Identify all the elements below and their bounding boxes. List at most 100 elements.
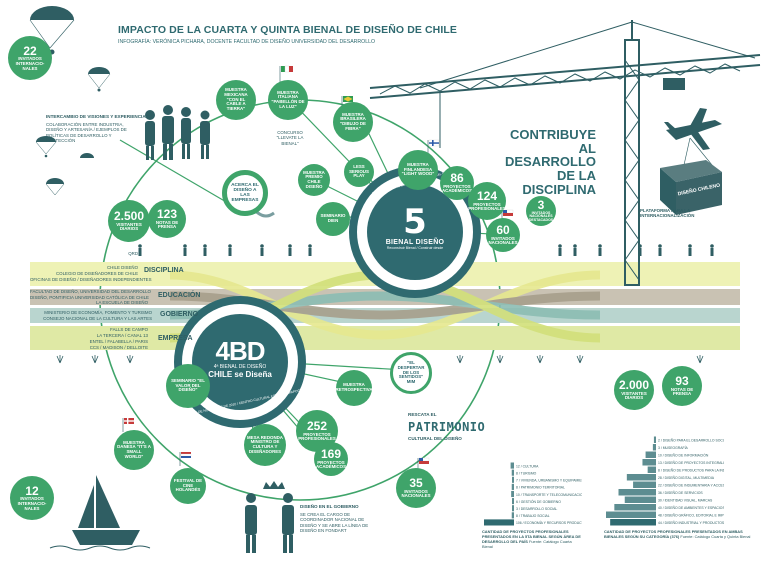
bubble-text: MUESTRA BRASILERA "DIBUJO DE FIBRA" — [340, 111, 366, 131]
bubble-seminario-dien: SEMINARIO DIEN — [316, 202, 350, 236]
chart1-caption-text: CANTIDAD DE PROYECTOS PROFESIONALES PRES… — [482, 529, 581, 544]
bubble-visitantes-bottom: 2.000 VISITANTES DIARIOS — [614, 370, 654, 410]
chart-bar-label: 30 / IDENTIDAD VISUAL, MARCAS — [658, 499, 713, 503]
chart-bar-label: 28 / DISEÑO DIGITAL, MULTIMEDIA — [658, 475, 715, 480]
bienal4-logo: 4BD 4ª BIENAL DE DISEÑO CHILE se Diseña — [200, 338, 280, 379]
band-note: MINISTERIO DE ECONOMÍA, FOMENTO Y TURISM… — [44, 310, 152, 315]
bienal4-name: 4ª BIENAL DE DISEÑO — [213, 364, 267, 370]
chart1-source: Fuente: Catálogo Cuarta Bienal — [482, 538, 572, 549]
bubble-text: VISITANTES DIARIOS — [621, 390, 647, 401]
bubble-text: PROYECTOS ACADÉMICOS — [316, 459, 347, 470]
bubble-text: FESTIVAL DE CINE HOLANDÉS — [173, 478, 203, 493]
grass-row — [56, 355, 704, 364]
rescata-label: RESCATA EL — [408, 412, 437, 417]
bubble-text: NOTAS DE PRENSA — [155, 219, 179, 230]
chart-bar-label: 8 / DISEÑO DE PRODUCTOS PARA LA INDUSTRI… — [658, 468, 724, 473]
bubble-text: "EL DESPERTAR DE LOS SENTIDOS" MIM — [397, 360, 425, 384]
bubble-number: 35 — [409, 476, 423, 491]
bubble-text: NOTAS DE PRENSA — [670, 386, 694, 397]
band-note: FALLS DE CAMPO — [110, 327, 148, 332]
chart-bar-label: 13 / DISEÑO DE PROYECTOS INTEGRALES — [658, 460, 724, 465]
bubble-proyectos-academicos-bottom: 169 PROYECTOS ACADÉMICOS — [314, 442, 348, 476]
bubble-text: SEMINARIO "EL VALOR DEL DISEÑO" — [171, 378, 205, 393]
chart-bar — [614, 504, 656, 511]
chart-bar-label: 3 / MUSEOGRAFÍA — [658, 446, 689, 450]
bubble-number: 252 — [306, 419, 328, 434]
band-note: QRD — [128, 251, 138, 256]
bubble-muestra-danesa: MUESTRA DANESA "IT'S A SMALL WORLD" — [114, 430, 154, 470]
band-note: CONSEJO NACIONAL DE LA CULTURA Y LAS ART… — [43, 316, 152, 321]
chart-bar-label: 12 / CULTURA — [516, 464, 539, 468]
band-label-disciplina: DISCIPLINA — [144, 267, 184, 274]
bubble-text: MUESTRA FINLANDESA "LIGHT WOOD" — [401, 162, 435, 177]
chart-bar — [647, 466, 656, 473]
band-label-empresa: EMPRESA — [158, 335, 193, 342]
chart-bar — [610, 519, 656, 526]
chart2-source: Fuente: Catálogo Cuarta y Quinta Bienal — [680, 533, 751, 539]
chart-bar-label: 8 / PATRIMONIO TERRITORIAL — [516, 486, 565, 490]
bubble-number: 123 — [156, 207, 178, 222]
bubble-text: MUESTRA ITALIANA "PABELLÓN DE LA LUZ" — [271, 89, 305, 109]
bubble-text: VISITANTES DIARIOS — [116, 221, 142, 232]
chart-bar — [642, 459, 656, 466]
bubble-number: 124 — [476, 189, 498, 204]
contribuye-heading: CONTRIBUYE AL DESARROLLO DE LA DISCIPLIN… — [505, 127, 596, 197]
chart-bar-label: 8 / TURISMO — [516, 471, 537, 475]
bubble-muestra-mexicana: MUESTRA MEXICANA "CON EL CABLE A TIERRA" — [216, 80, 256, 120]
bubble-invitados-internacionales-top: 22 INVITADOS INTERNACIO- NALES — [8, 36, 52, 80]
plataforma-label: PLATAFORMA PARA LA INTERNACIONALIZACIÓN — [640, 208, 695, 219]
bubble-text: MUESTRA DANESA "IT'S A SMALL WORLD" — [117, 439, 151, 459]
chart-bar — [624, 496, 656, 503]
chart-bar-label: 10 / DISEÑO DE INFORMACIÓN — [658, 453, 709, 458]
band-note: LA ESCUELA DE DISEÑO — [96, 300, 148, 305]
chart-bar — [510, 462, 514, 469]
bubble-number: 22 — [23, 43, 37, 58]
band-label-gobierno: GOBIERNO — [160, 311, 199, 318]
band-note: LA TERCERA / CANAL 13 — [96, 333, 148, 338]
intercambio-title: INTERCAMBIO DE VISIONES Y EXPERIENCIAS — [46, 114, 149, 119]
bubble-text: MUESTRA PREMIO CHILE DISEÑO — [303, 169, 325, 189]
band-note: DISEÑO, PONTIFICIA UNIVERSIDAD CATÓLICA … — [30, 295, 149, 300]
bubble-number: 93 — [675, 374, 689, 389]
bubble-visitantes-top: 2.500 VISITANTES DIARIOS — [108, 200, 150, 242]
bubble-text: INVITADOS NACIONALES DESTACADOS — [528, 210, 554, 223]
cultural-label: CULTURAL DEL DISEÑO — [408, 436, 462, 441]
band-note: FACULTAD DE DISEÑO, UNIVERSIDAD DEL DESA… — [30, 289, 151, 294]
chart-bar — [511, 512, 514, 519]
bubble-number: 60 — [496, 223, 510, 238]
bubble-proyectos-profesionales-top: 124 PROYECTOS PROFESIONALES — [468, 182, 506, 220]
chart-bar — [606, 511, 656, 518]
band-note: CHILE DISEÑO — [107, 265, 138, 270]
band-note: ENTEL / FALABELLA / PARIS — [89, 339, 148, 344]
bubble-text: PROYECTOS ACADÉMICOS — [442, 183, 473, 194]
bienal5-name: BIENAL DISEÑO — [385, 239, 445, 246]
bubble-retrospectiva: MUESTRA RETROSPECTIVA — [336, 370, 373, 406]
chart1-caption: CANTIDAD DE PROYECTOS PROFESIONALES PRES… — [482, 529, 582, 550]
chart-bar-label: 106 / ECONOMÍA Y RECURSOS PRODUCTIVOS — [516, 521, 582, 525]
chart-bar — [626, 474, 656, 481]
chart-bar — [511, 490, 514, 498]
chart-bar — [652, 444, 656, 451]
bubble-text: INVITADOS INTERNACIO- NALES — [15, 56, 45, 71]
flag-denmark-icon — [122, 418, 134, 432]
bubble-premio-chile: MUESTRA PREMIO CHILE DISEÑO — [298, 164, 330, 196]
bubble-muestra-brasilera: MUESTRA BRASILERA "DIBUJO DE FIBRA" — [333, 102, 373, 142]
chart-bar — [645, 451, 656, 458]
chart-bar-label: 36 / DISEÑO DE SERVICIOS — [658, 490, 703, 495]
bubble-number: 86 — [450, 171, 464, 186]
sailboat-icon — [72, 475, 140, 545]
bienal4-disc — [192, 314, 288, 410]
bienal5-logo: 5 BIENAL DISEÑO Reconstruir Bienal / Con… — [378, 205, 452, 250]
bienal4-mark: 4BD — [215, 336, 265, 366]
flag-mexico-icon — [279, 65, 293, 82]
page-subtitle: INFOGRAFÍA: VERÓNICA PICHARA, DOCENTE FA… — [118, 39, 376, 45]
bubble-number: 3 — [537, 198, 545, 213]
crane-counterweight — [663, 78, 685, 90]
chart-bar — [512, 505, 514, 512]
bubble-muestra-finlandesa: MUESTRA FINLANDESA "LIGHT WOOD" — [398, 150, 438, 190]
bubble-seminario-valor: SEMINARIO "EL VALOR DEL DISEÑO" — [166, 364, 210, 408]
bubble-festival-holandes: FESTIVAL DE CINE HOLANDÉS — [170, 468, 206, 504]
chart-bar — [618, 489, 656, 496]
